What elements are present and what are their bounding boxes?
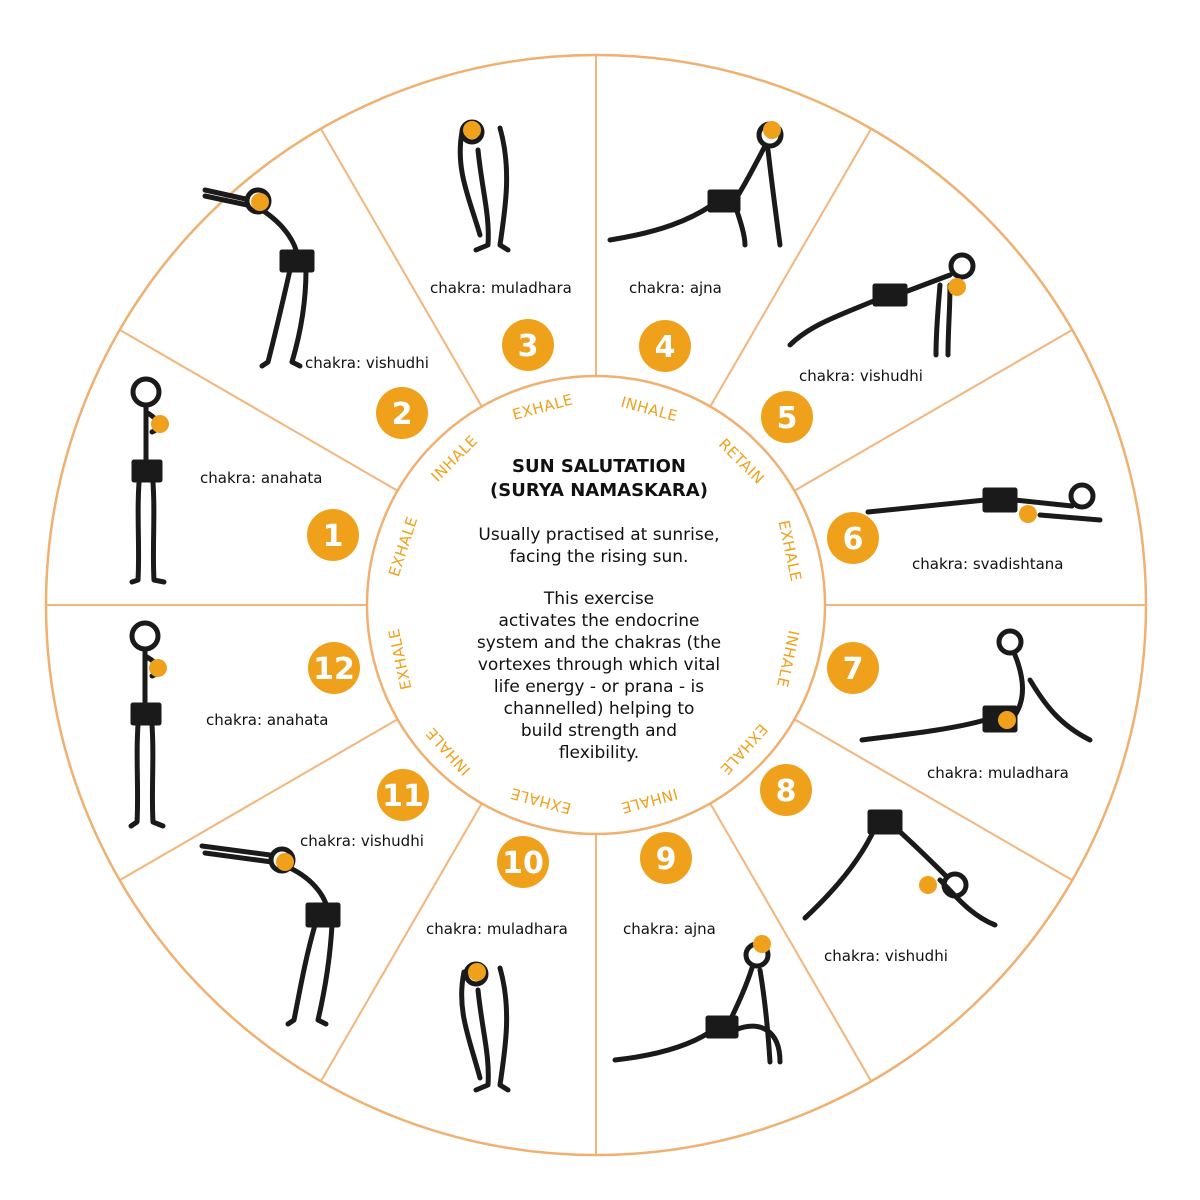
chakra-label: chakra: vishudhi	[305, 354, 429, 372]
chakra-label: chakra: muladhara	[426, 920, 568, 938]
pose-9: chakra: ajna 9	[612, 832, 783, 1065]
pose-5: chakra: vishudhi 5	[761, 252, 976, 443]
pose-number: 10	[502, 846, 544, 881]
chakra-dot	[468, 963, 486, 981]
description-line: facing the rising sun.	[510, 547, 689, 567]
description-line: This exercise	[543, 589, 654, 609]
pose-number-badge	[761, 391, 813, 443]
pose-8: chakra: vishudhi 8	[760, 764, 998, 965]
description-line: vortexes through which vital	[478, 655, 720, 675]
pose-number: 9	[656, 842, 677, 877]
chakra-label: chakra: muladhara	[927, 764, 1069, 782]
plank-figure	[787, 252, 976, 358]
pose-number: 2	[392, 397, 413, 432]
chakra-dot	[998, 711, 1016, 729]
chakra-dot	[919, 876, 937, 894]
chakra-dot	[251, 193, 269, 211]
chakra-label: chakra: vishudhi	[799, 367, 923, 385]
pose-number: 5	[777, 401, 798, 436]
chakra-dot	[753, 935, 771, 953]
chakra-label: chakra: svadishtana	[912, 555, 1063, 573]
chakra-dot	[276, 853, 294, 871]
chakra-dot	[149, 659, 167, 677]
chakra-label: chakra: anahata	[206, 711, 328, 729]
inner-ring	[365, 374, 827, 836]
pose-number-badge	[308, 642, 360, 694]
segment-dividers	[46, 55, 1146, 1155]
standing-prayer-figure	[128, 620, 166, 829]
description-line: activates the endocrine	[498, 611, 699, 631]
pose-number-badge	[639, 320, 691, 372]
center-text: SUN SALUTATION (SURYA NAMASKARA) Usually…	[477, 456, 721, 763]
pose-number: 12	[313, 652, 355, 687]
title-line-2: (SURYA NAMASKARA)	[490, 480, 708, 501]
pose-10: chakra: muladhara 10	[426, 836, 568, 1093]
pose-number: 7	[843, 652, 864, 687]
pose-1: chakra: anahata 1	[129, 376, 359, 585]
pose-6: chakra: svadishtana 6	[827, 482, 1103, 573]
pose-number: 8	[776, 774, 797, 809]
low-lunge-figure	[612, 941, 783, 1065]
pose-number-badge	[827, 642, 879, 694]
chakra-dot	[948, 278, 966, 296]
prostration-figure	[865, 482, 1103, 523]
title-line-1: SUN SALUTATION	[512, 456, 686, 477]
description-line: life energy - or prana - is	[494, 677, 704, 697]
chakra-label: chakra: muladhara	[430, 279, 572, 297]
pose-11: chakra: vishudhi 11	[199, 769, 429, 1027]
pose-number-badge	[502, 319, 554, 371]
description-line: Usually practised at sunrise,	[478, 525, 719, 545]
pose-12: chakra: anahata 12	[128, 620, 360, 829]
description-line: flexibility.	[559, 743, 639, 763]
chakra-dot	[151, 415, 169, 433]
pose-number: 1	[323, 519, 344, 554]
description-line: system and the chakras (the	[477, 633, 721, 653]
pose-number-badge	[827, 512, 879, 564]
pose-number: 11	[382, 779, 424, 814]
chakra-label: chakra: vishudhi	[300, 832, 424, 850]
description-line: build strength and	[521, 721, 677, 741]
pose-number-badge	[307, 509, 359, 561]
chakra-label: chakra: ajna	[629, 279, 722, 297]
pose-number: 6	[843, 522, 864, 557]
pose-2: chakra: vishudhi 2	[202, 187, 429, 439]
chakra-dot	[463, 121, 481, 139]
chakra-label: chakra: ajna	[623, 920, 716, 938]
description-line: channelled) helping to	[504, 699, 695, 719]
pose-number: 3	[518, 329, 539, 364]
pose-4: chakra: ajna 4	[607, 121, 784, 372]
pose-number-badge	[497, 836, 549, 888]
pose-number-badge	[377, 769, 429, 821]
pose-number-badge	[760, 764, 812, 816]
chakra-label: chakra: vishudhi	[824, 947, 948, 965]
pose-number-badge	[376, 387, 428, 439]
pose-3: chakra: muladhara 3	[430, 119, 572, 371]
chakra-dot	[1019, 505, 1037, 523]
pose-7: chakra: muladhara 7	[827, 628, 1093, 782]
pose-number: 4	[655, 330, 676, 365]
chakra-dot	[763, 121, 781, 139]
pose-number-badge	[640, 832, 692, 884]
chakra-label: chakra: anahata	[200, 469, 322, 487]
downward-dog-figure	[802, 809, 998, 928]
standing-prayer-figure	[129, 376, 167, 585]
